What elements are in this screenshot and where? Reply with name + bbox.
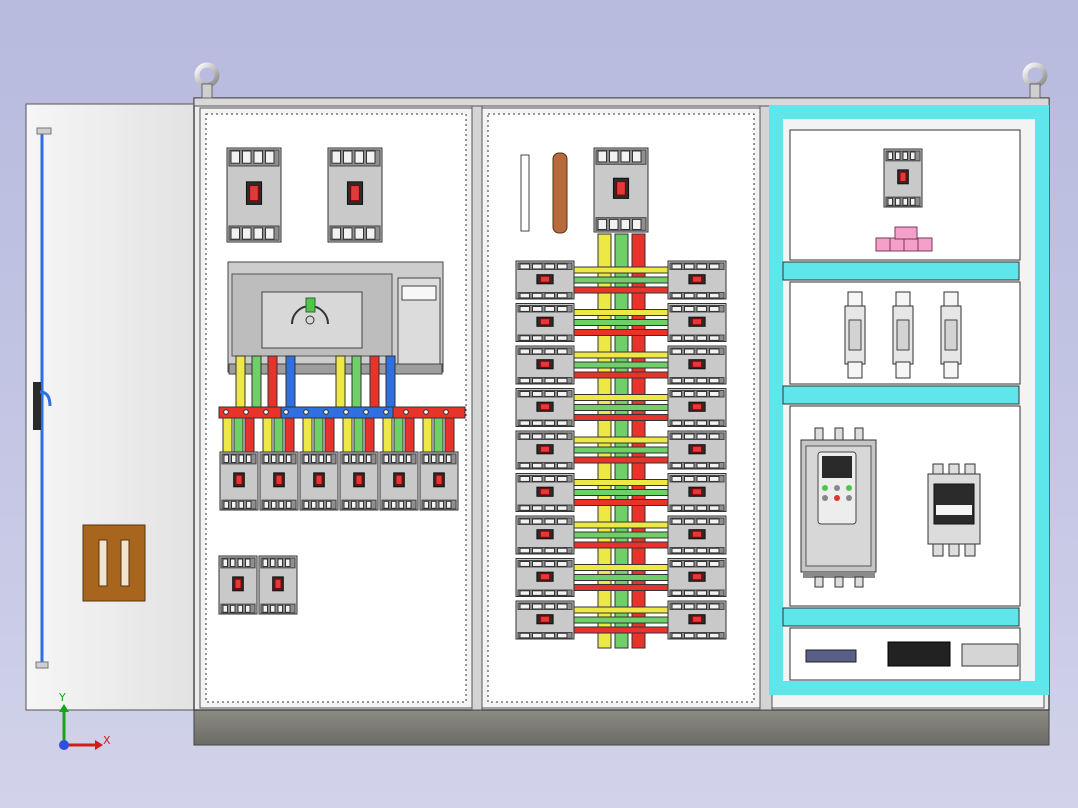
pink-terminals (875, 226, 933, 252)
feeder-busbar-row (573, 479, 669, 506)
feeder-breaker-right[interactable] (667, 345, 727, 385)
contactor[interactable] (927, 463, 981, 557)
feeder-busbar-row (573, 521, 669, 549)
copper-bar (552, 152, 568, 234)
feeder-busbar-row (573, 394, 669, 421)
terminal-block-black (887, 641, 951, 667)
feeder-busbar-row (573, 351, 669, 379)
feeder-breaker-right[interactable] (667, 388, 727, 427)
branch-breaker[interactable] (379, 451, 419, 511)
lifting-eye-left (194, 62, 220, 99)
feeder-breaker-right[interactable] (667, 303, 727, 342)
feeder-breaker-left[interactable] (515, 345, 575, 385)
branch-breaker[interactable] (299, 451, 339, 511)
lifting-eye-right (1022, 62, 1048, 99)
frequency-inverter[interactable] (800, 427, 877, 588)
aux-breaker-1[interactable] (218, 555, 258, 615)
feeder-busbar-row (573, 606, 669, 634)
middle-section (481, 107, 761, 709)
feeder-breaker-right[interactable] (667, 430, 727, 470)
terminal-block-blue (805, 649, 857, 663)
terminal-block-grey (961, 643, 1019, 667)
door-handle[interactable] (82, 524, 146, 602)
x-axis-label: X (103, 734, 111, 747)
fuse-holder[interactable] (844, 291, 866, 379)
control-breaker[interactable] (883, 148, 923, 208)
left-section (199, 107, 473, 709)
feeder-busbar-row (573, 266, 669, 294)
incoming-breaker[interactable] (593, 147, 649, 233)
feeder-breaker-right[interactable] (667, 600, 727, 640)
fuse-holder[interactable] (940, 291, 962, 379)
feeder-breaker-left[interactable] (515, 260, 575, 300)
transfer-switch[interactable] (227, 261, 444, 375)
feeder-breaker-right[interactable] (667, 260, 727, 300)
y-axis-label: Y (58, 691, 66, 704)
main-breaker-1[interactable] (226, 147, 282, 243)
feeder-breaker-left[interactable] (515, 473, 575, 512)
branch-breaker[interactable] (259, 451, 299, 511)
feeder-breaker-left[interactable] (515, 558, 575, 597)
branch-breaker[interactable] (219, 451, 259, 511)
terminal-strip (520, 154, 530, 232)
aux-breaker-2[interactable] (258, 555, 298, 615)
feeder-busbar-row (573, 436, 669, 464)
feeder-breaker-left[interactable] (515, 600, 575, 640)
open-door (25, 103, 197, 711)
feeder-breaker-left[interactable] (515, 388, 575, 427)
feeder-breaker-left[interactable] (515, 303, 575, 342)
right-section (769, 105, 1049, 709)
branch-breaker[interactable] (339, 451, 379, 511)
feeder-breaker-left[interactable] (515, 515, 575, 555)
main-breaker-2[interactable] (327, 147, 383, 243)
cabinet-base (193, 707, 1050, 746)
feeder-breaker-right[interactable] (667, 558, 727, 597)
left-busbar-assembly (218, 355, 466, 453)
feeder-breaker-right[interactable] (667, 515, 727, 555)
feeder-breaker-right[interactable] (667, 473, 727, 512)
axis-triad: X Y (58, 691, 111, 750)
branch-breaker[interactable] (419, 451, 459, 511)
feeder-busbar-row (573, 309, 669, 336)
feeder-busbar-row (573, 564, 669, 591)
feeder-breaker-left[interactable] (515, 430, 575, 470)
fuse-holder[interactable] (892, 291, 914, 379)
